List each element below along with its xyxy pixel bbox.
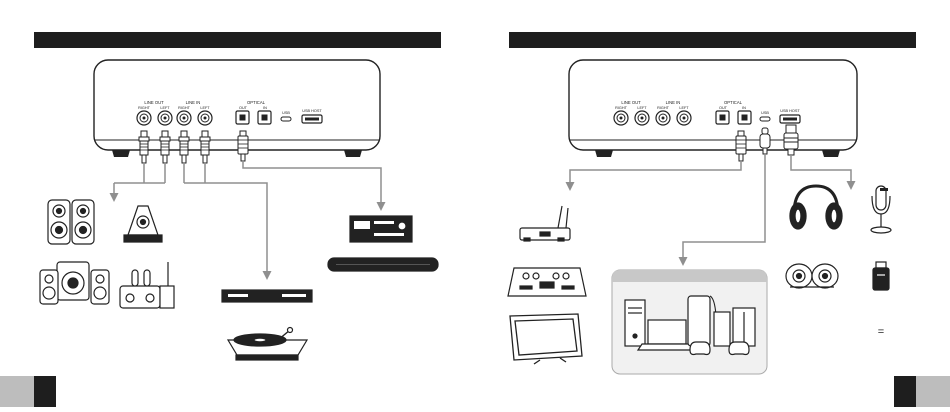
optical-out-label: OUT xyxy=(239,106,248,110)
right-label: RIGHT xyxy=(138,106,150,110)
right-connection-lines xyxy=(570,154,851,262)
soundbar-icon xyxy=(328,258,438,271)
usb-host-port[interactable] xyxy=(780,115,800,123)
equals-sign: = xyxy=(878,326,884,338)
optical-label: OPTICAL xyxy=(247,100,266,105)
usb-host-label: USB HOST xyxy=(302,109,322,113)
left-page-tab-dark xyxy=(34,376,56,407)
audio-mixer-icon xyxy=(508,268,586,296)
left-page-tab-light xyxy=(0,376,34,407)
usb-c-port[interactable] xyxy=(281,117,291,121)
desktop-speakers-icon xyxy=(48,200,94,244)
right-page: LINE OUT LINE IN RIGHT LEFT RIGHT LEFT O… xyxy=(508,32,950,407)
right-device-panel: LINE OUT LINE IN RIGHT LEFT RIGHT LEFT O… xyxy=(569,60,857,157)
left-header-bar xyxy=(34,32,441,48)
optical-out-port[interactable] xyxy=(716,111,729,124)
tube-amplifier-icon xyxy=(120,262,174,308)
line-out-label: LINE OUT xyxy=(621,100,641,105)
television-icon xyxy=(510,314,582,364)
computer-and-consoles-group-icon xyxy=(612,270,767,374)
right-header-bar xyxy=(509,32,916,48)
left-label: LEFT xyxy=(637,106,647,110)
optical-out-label: OUT xyxy=(719,106,728,110)
line-out-left-jack[interactable] xyxy=(158,111,172,125)
left-page: LINE OUT LINE IN RIGHT LEFT RIGHT LEFT O… xyxy=(0,32,441,407)
left-label: LEFT xyxy=(679,106,689,110)
usb-label: USB xyxy=(282,111,290,115)
rca-plug xyxy=(179,131,189,163)
optical-in-label: IN xyxy=(742,106,746,110)
line-in-right-jack[interactable] xyxy=(656,111,670,125)
optical-out-port[interactable] xyxy=(236,111,249,124)
line-out-right-jack[interactable] xyxy=(614,111,628,125)
compact-speakers-icon xyxy=(786,264,838,288)
optical-in-port[interactable] xyxy=(738,111,751,124)
right-page-tab-light xyxy=(916,376,950,407)
line-in-label: LINE IN xyxy=(186,100,201,105)
optical-plug xyxy=(238,131,248,161)
line-in-left-jack[interactable] xyxy=(677,111,691,125)
right-page-tab-dark xyxy=(894,376,916,407)
rca-plug xyxy=(200,131,210,163)
usb-dongle-icon xyxy=(873,262,889,290)
usb-host-label: USB HOST xyxy=(780,109,800,113)
line-in-left-jack[interactable] xyxy=(198,111,212,125)
optical-label: OPTICAL xyxy=(724,100,743,105)
speaker-system-with-subwoofer-icon xyxy=(40,262,109,304)
headphones-icon xyxy=(790,186,842,229)
line-out-left-jack[interactable] xyxy=(635,111,649,125)
line-in-right-jack[interactable] xyxy=(177,111,191,125)
rca-plug xyxy=(139,131,149,163)
left-device-panel: LINE OUT LINE IN RIGHT LEFT RIGHT LEFT O… xyxy=(94,60,380,157)
rca-plug xyxy=(160,131,170,163)
wireless-transmitter-icon xyxy=(520,206,570,241)
right-label: RIGHT xyxy=(615,106,627,110)
powered-speaker-icon xyxy=(124,206,162,242)
optical-in-label: IN xyxy=(263,106,267,110)
line-out-right-jack[interactable] xyxy=(137,111,151,125)
line-out-label: LINE OUT xyxy=(144,100,164,105)
right-label: RIGHT xyxy=(178,106,190,110)
right-label: RIGHT xyxy=(657,106,669,110)
usb-label: USB xyxy=(761,111,769,115)
left-label: LEFT xyxy=(200,106,210,110)
optical-plug xyxy=(736,131,746,161)
usb-microphone-icon xyxy=(871,186,891,233)
usb-c-port[interactable] xyxy=(760,117,770,121)
optical-in-port[interactable] xyxy=(258,111,271,124)
left-label: LEFT xyxy=(160,106,170,110)
av-receiver-icon xyxy=(350,216,412,242)
blu-ray-player-icon xyxy=(222,290,312,302)
usb-host-port[interactable] xyxy=(302,115,322,123)
line-in-label: LINE IN xyxy=(666,100,681,105)
turntable-icon xyxy=(228,328,307,361)
